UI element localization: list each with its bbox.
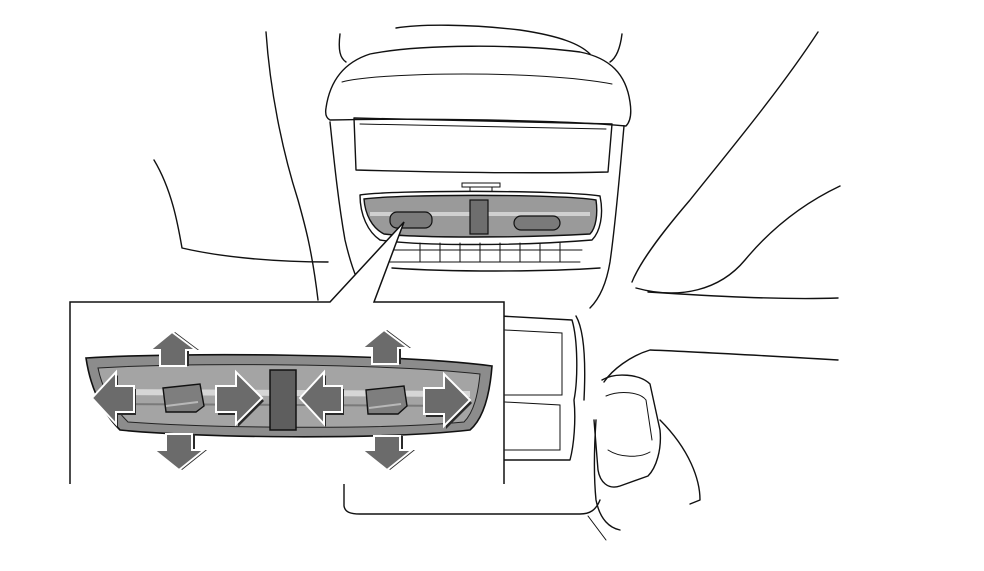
left-seat-cushion <box>153 159 329 263</box>
console-base <box>343 483 601 515</box>
console-lower-edge <box>391 267 601 272</box>
console-vent-right-knob <box>513 215 561 231</box>
arrow-left-icon <box>90 369 136 427</box>
detail-vent-divider <box>269 369 297 431</box>
floor-cupholder <box>593 374 662 488</box>
console-vent-housing <box>359 190 603 246</box>
console-upper-panel <box>353 117 613 174</box>
armrest-inner <box>341 73 613 85</box>
vent-detail-callout <box>69 221 505 484</box>
floor-cupholder-inner <box>605 392 653 457</box>
console-right-side <box>589 125 625 309</box>
arrow-left-icon <box>298 369 344 427</box>
arrow-down-icon <box>151 433 207 472</box>
rear-storage-inner <box>504 329 563 451</box>
arrow-right-icon <box>215 369 264 427</box>
floor-cupholder-rim <box>593 419 621 531</box>
right-seat-bottom <box>659 419 701 505</box>
armrest-top-left <box>338 33 347 63</box>
console-clip <box>461 182 501 192</box>
left-seat-outline <box>265 31 319 301</box>
console-vent-left-knob <box>389 211 433 229</box>
console-lower-grille <box>387 249 583 263</box>
right-seat-outline <box>631 31 819 283</box>
right-seat-fold <box>603 349 839 383</box>
floor-line <box>587 515 607 541</box>
detail-right-knob <box>365 385 408 415</box>
armrest-top-right <box>609 33 623 63</box>
rear-storage-edge <box>575 315 586 401</box>
detail-left-knob <box>162 383 205 413</box>
armrest-lid <box>324 45 632 127</box>
rear-storage-box <box>499 315 578 461</box>
console-air-vent <box>363 194 598 238</box>
arrow-right-icon <box>423 371 472 429</box>
right-seat-lower <box>647 291 839 300</box>
arrow-down-icon <box>359 435 415 472</box>
console-vent-divider <box>469 199 489 235</box>
seat-and-console-line-art <box>153 24 841 541</box>
console-upper-panel-inner <box>359 123 607 130</box>
arrow-up-icon <box>147 330 199 367</box>
grille-slats <box>419 242 561 263</box>
right-seat-edge <box>635 185 841 294</box>
armrest-top-edge <box>395 24 591 55</box>
arrow-up-icon <box>359 328 411 365</box>
